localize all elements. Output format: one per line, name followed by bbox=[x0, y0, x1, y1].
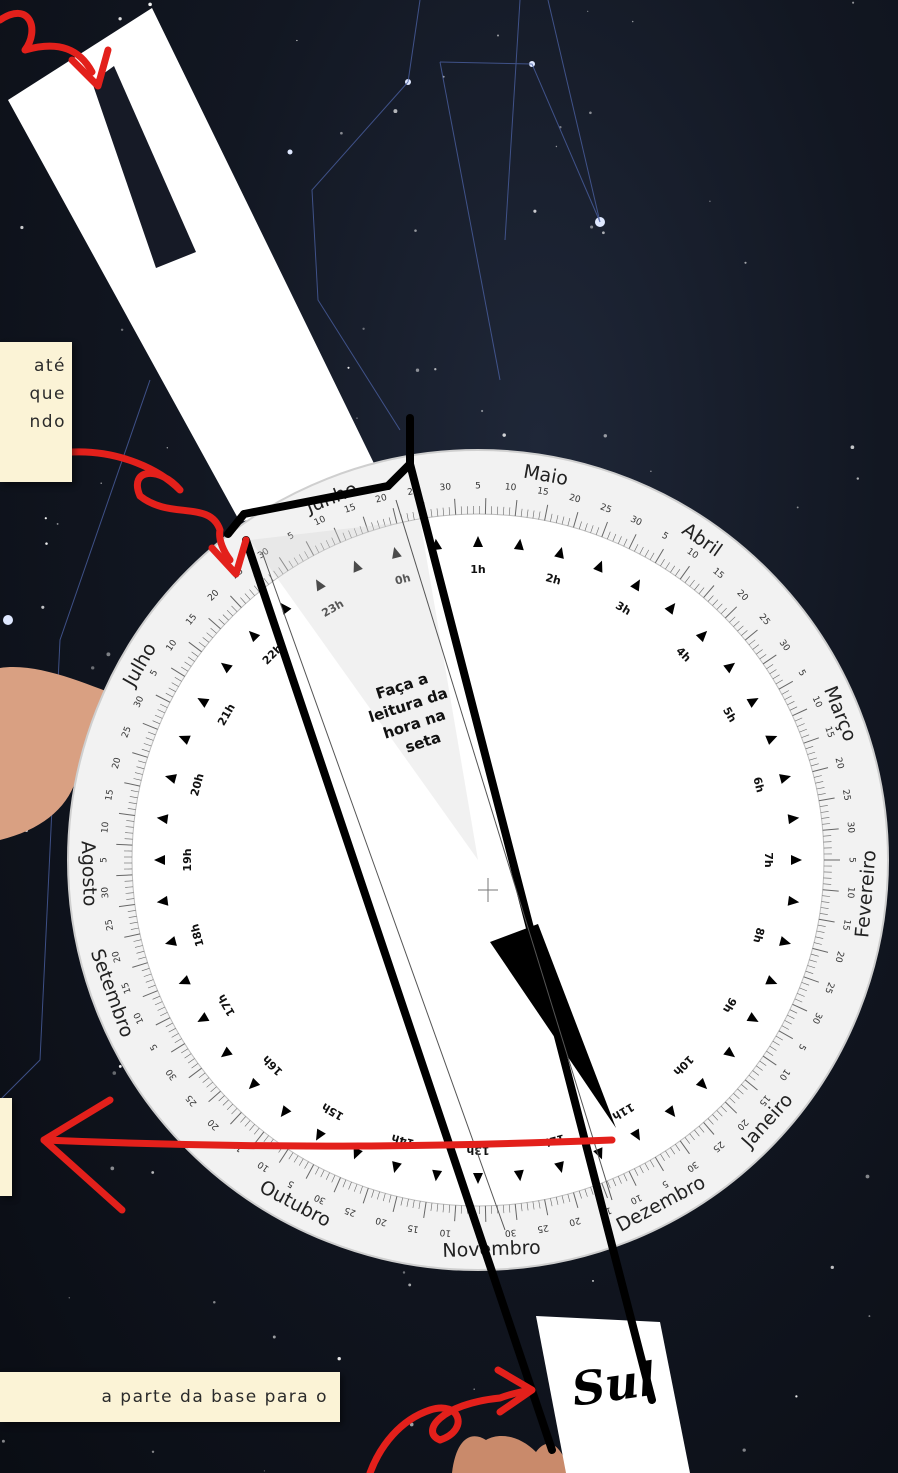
day-label: 30 bbox=[504, 1227, 517, 1238]
star bbox=[20, 226, 23, 229]
day-label: 15 bbox=[104, 789, 116, 802]
star bbox=[393, 109, 397, 113]
star bbox=[110, 1167, 114, 1171]
star bbox=[709, 200, 711, 202]
day-tick bbox=[116, 875, 132, 876]
bright-star bbox=[3, 615, 13, 625]
star bbox=[69, 1297, 70, 1298]
star bbox=[414, 229, 417, 232]
star bbox=[151, 1171, 154, 1174]
day-label: 30 bbox=[100, 886, 111, 899]
star bbox=[100, 483, 101, 484]
star bbox=[264, 1470, 265, 1471]
star bbox=[589, 112, 592, 115]
star bbox=[497, 34, 499, 36]
star bbox=[362, 328, 364, 330]
star bbox=[481, 410, 483, 412]
star bbox=[2, 1440, 5, 1443]
star bbox=[533, 210, 536, 213]
star bbox=[473, 1388, 474, 1389]
day-label: 5 bbox=[475, 482, 481, 492]
month-label: Agosto bbox=[77, 840, 101, 906]
star bbox=[857, 477, 859, 479]
star bbox=[113, 1071, 117, 1075]
day-tick bbox=[116, 844, 132, 845]
day-label: 25 bbox=[536, 1222, 549, 1234]
star bbox=[744, 262, 746, 264]
star bbox=[866, 1175, 870, 1179]
star bbox=[152, 1451, 154, 1453]
star bbox=[347, 367, 349, 369]
star bbox=[148, 3, 152, 7]
star bbox=[831, 1266, 834, 1269]
star bbox=[119, 1065, 122, 1068]
instruction-note-top: até que ndo bbox=[0, 342, 72, 482]
day-label: 5 bbox=[100, 857, 110, 863]
day-label: 10 bbox=[439, 1227, 452, 1238]
day-label: 10 bbox=[504, 482, 517, 493]
star bbox=[45, 542, 48, 545]
star bbox=[41, 606, 44, 609]
star bbox=[340, 132, 343, 135]
star bbox=[795, 1395, 797, 1397]
star bbox=[57, 523, 59, 525]
note-top-line-2: que bbox=[0, 380, 66, 408]
note-bottom-line-1: a parte da base para o bbox=[0, 1372, 328, 1422]
instruction-note-bottom: a parte da base para o bbox=[0, 1372, 340, 1422]
star bbox=[356, 418, 357, 419]
hour-label: 19h bbox=[181, 848, 194, 871]
star bbox=[434, 368, 436, 370]
day-label: 5 bbox=[847, 857, 857, 863]
star bbox=[502, 433, 505, 436]
day-label: 25 bbox=[840, 789, 852, 802]
star bbox=[592, 1280, 594, 1282]
star bbox=[338, 1357, 341, 1360]
star bbox=[91, 666, 94, 669]
star bbox=[632, 21, 634, 23]
day-label: 30 bbox=[439, 482, 452, 493]
star bbox=[408, 1283, 411, 1286]
note-top-line-3: ndo bbox=[0, 408, 66, 436]
day-label: 15 bbox=[407, 1222, 420, 1234]
star bbox=[403, 1271, 405, 1273]
hour-label: 1h bbox=[470, 563, 486, 576]
star bbox=[868, 1315, 870, 1317]
note-top-line-1: até bbox=[0, 352, 66, 380]
star bbox=[273, 1336, 276, 1339]
star bbox=[45, 517, 47, 519]
star bbox=[213, 1301, 216, 1304]
star bbox=[296, 40, 297, 41]
day-label: 15 bbox=[536, 486, 549, 498]
star bbox=[121, 329, 123, 331]
day-label: 30 bbox=[845, 821, 856, 834]
star bbox=[650, 471, 651, 472]
day-label: 25 bbox=[104, 918, 116, 931]
star bbox=[587, 11, 588, 12]
star bbox=[118, 17, 121, 20]
star bbox=[602, 231, 605, 234]
day-label: 10 bbox=[100, 821, 111, 834]
red-arrow-middle bbox=[72, 452, 230, 560]
star bbox=[556, 146, 557, 147]
star bbox=[604, 434, 607, 437]
star bbox=[106, 652, 110, 656]
star bbox=[743, 1448, 746, 1451]
star bbox=[590, 225, 593, 228]
instruction-note-middle bbox=[0, 1098, 12, 1196]
star bbox=[851, 445, 855, 449]
hour-label: 7h bbox=[762, 852, 775, 868]
day-label: 15 bbox=[840, 918, 852, 931]
star bbox=[416, 369, 419, 372]
star bbox=[167, 447, 168, 448]
star bbox=[797, 506, 799, 508]
bright-star bbox=[288, 150, 293, 155]
star bbox=[852, 2, 854, 4]
day-label: 10 bbox=[845, 886, 856, 899]
